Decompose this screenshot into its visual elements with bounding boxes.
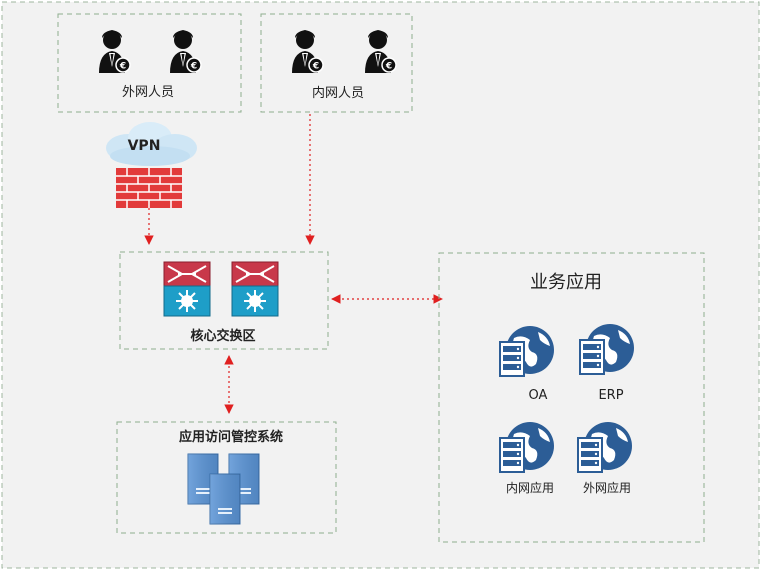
business-apps-title: 业务应用: [530, 272, 602, 293]
vpn-label: VPN: [128, 138, 161, 154]
external-users-group: 外网人员: [57, 13, 242, 113]
app-label-intranet: 内网应用: [506, 480, 554, 495]
internal-users-group: 内网人员: [260, 13, 413, 113]
app-label-extranet: 外网应用: [583, 480, 631, 495]
app-label-oa: OA: [529, 388, 548, 403]
internal-users-label: 内网人员: [312, 85, 364, 101]
switch-icon: [231, 261, 279, 317]
core-switch-group: 核心交换区: [119, 251, 329, 350]
app-label-erp: ERP: [598, 388, 623, 403]
core-switch-label: 核心交换区: [190, 328, 255, 344]
business-apps-group: 业务应用 OA ERP 内网应用 外网应用: [438, 252, 705, 543]
access-control-group: 应用访问管控系统: [116, 421, 337, 534]
firewall-icon: [116, 168, 182, 208]
vpn-cloud: VPN: [106, 122, 197, 166]
access-control-label: 应用访问管控系统: [179, 429, 283, 445]
switch-icon: [163, 261, 211, 317]
external-users-label: 外网人员: [122, 85, 174, 100]
server-icon: [209, 473, 241, 525]
